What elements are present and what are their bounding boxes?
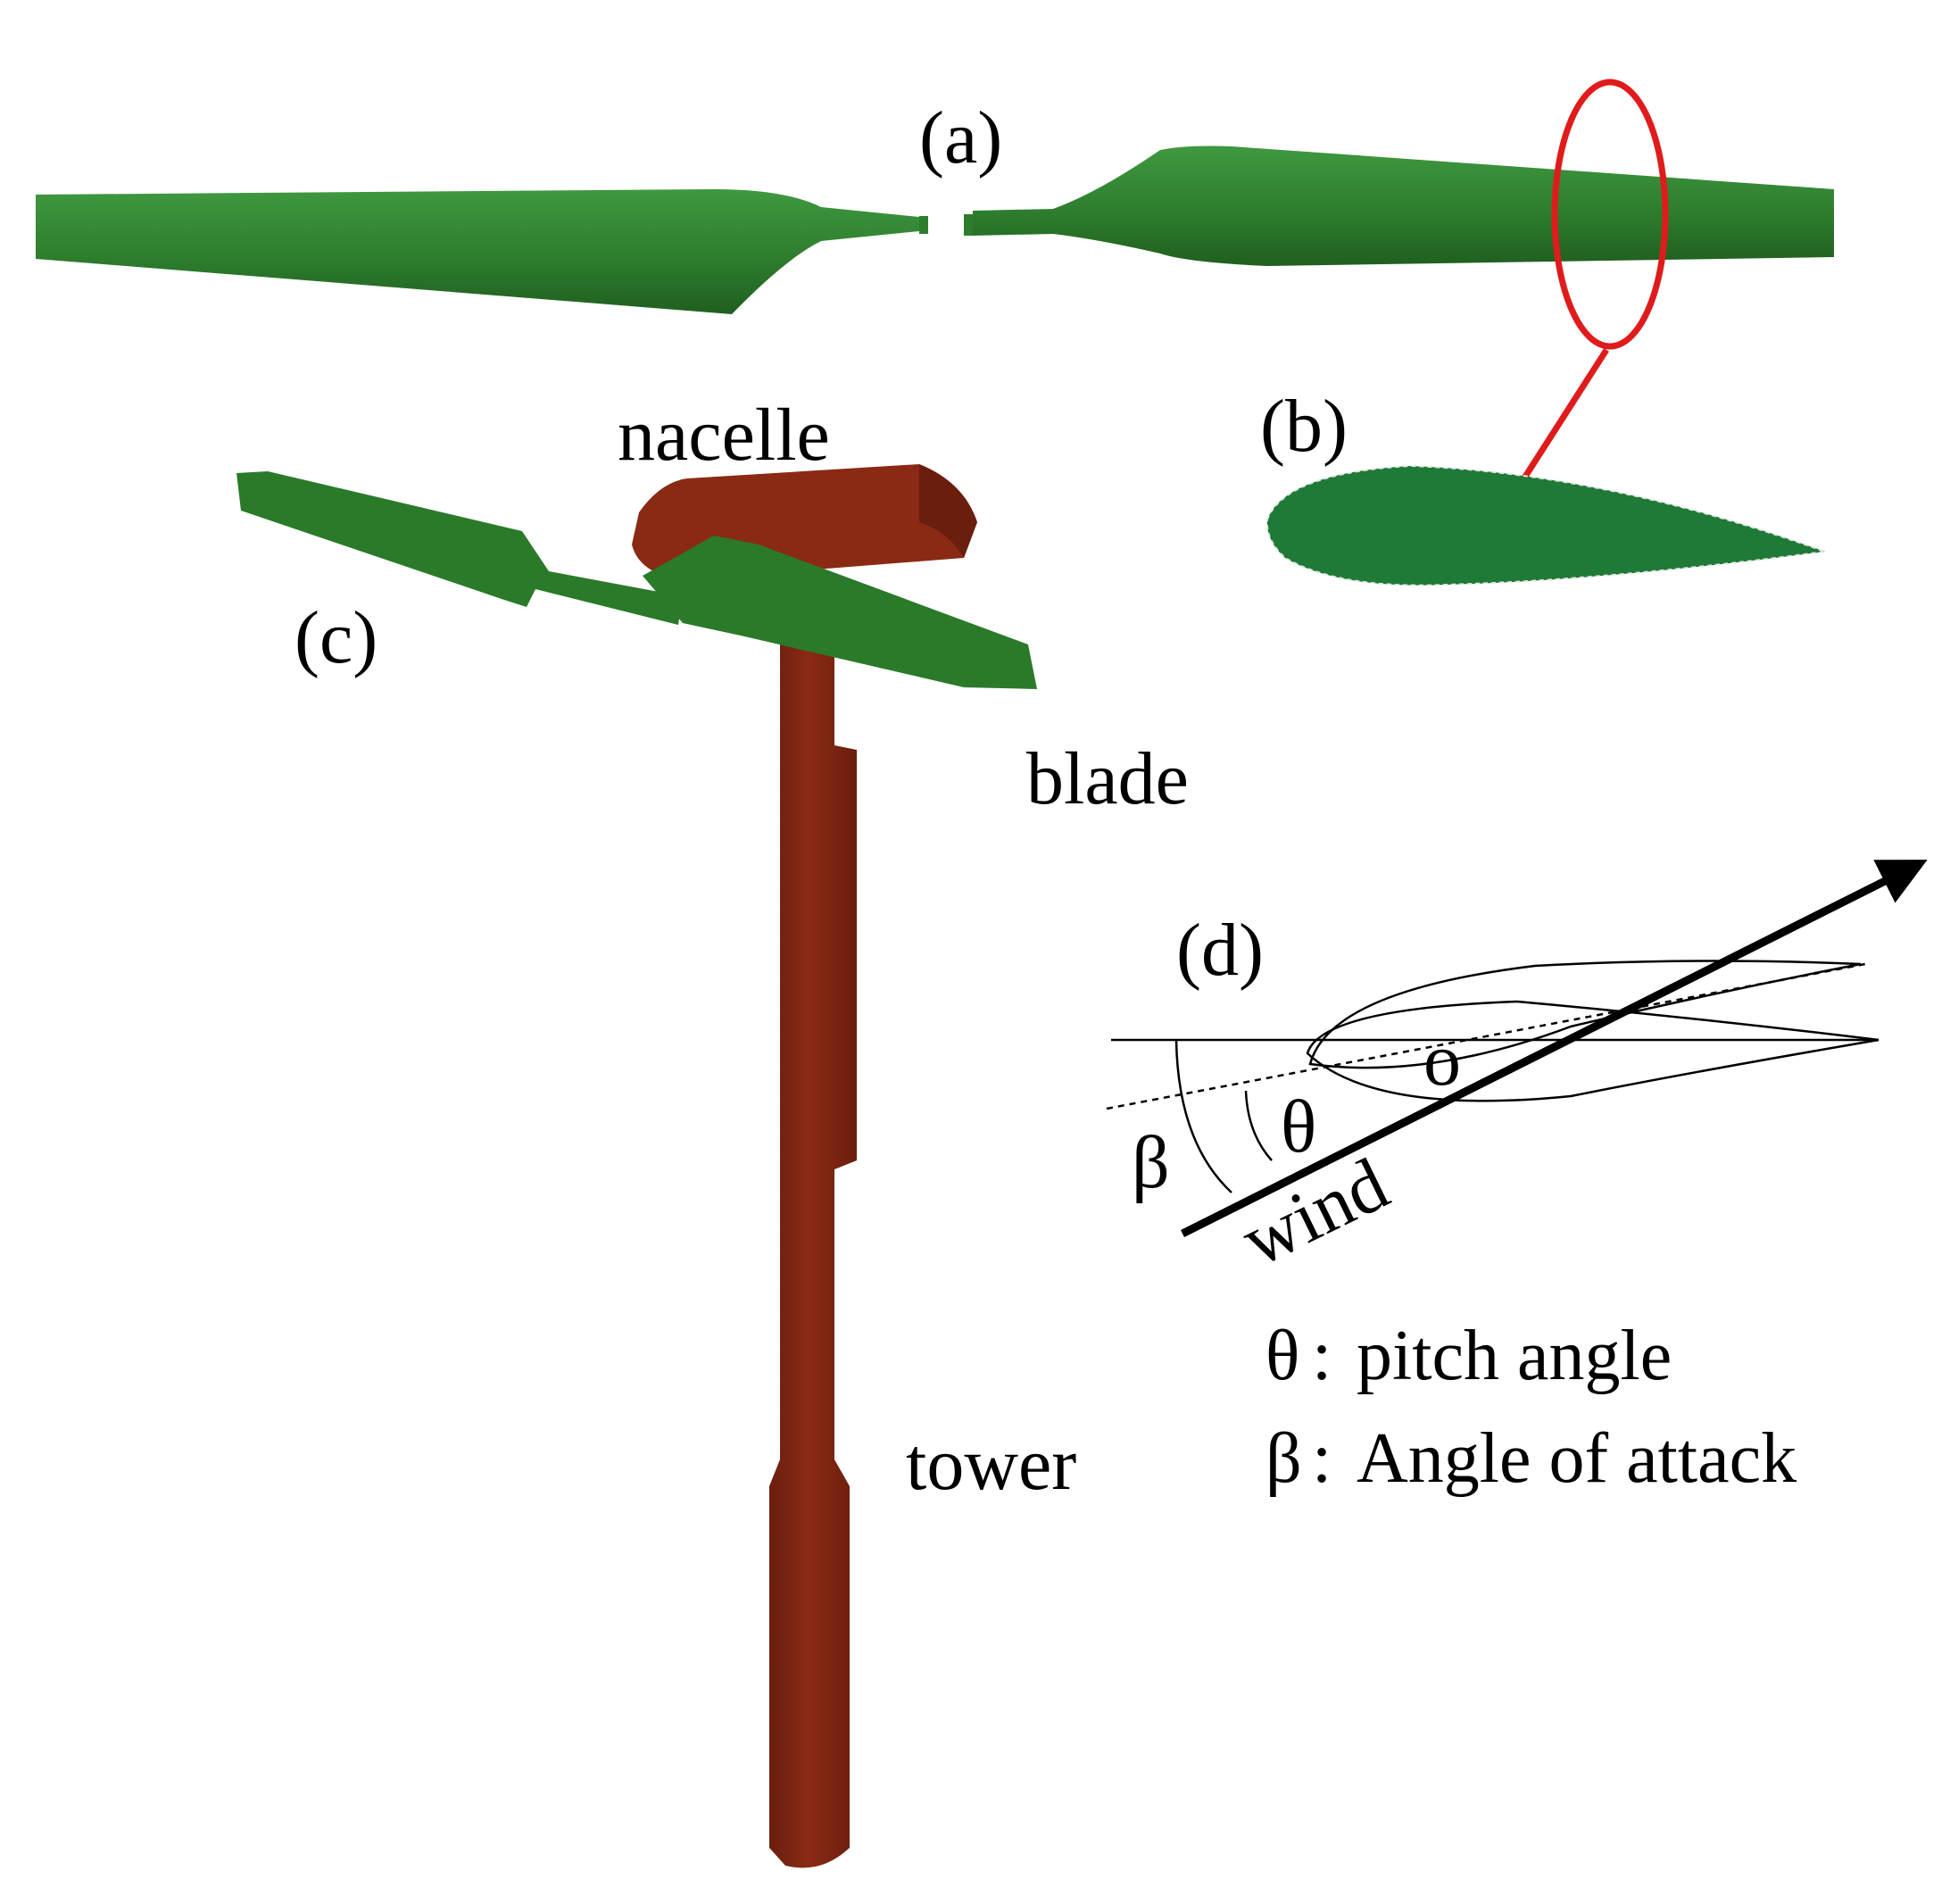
origin-label: o — [1423, 1019, 1461, 1102]
legend-theta-separator: : — [1312, 1317, 1332, 1395]
label-nacelle: nacelle — [618, 394, 830, 477]
left-blade-a — [36, 189, 928, 314]
turbine-assembly-c — [236, 464, 1037, 1868]
legend: θ : pitch angle β : Angle of attack — [1265, 1317, 1796, 1498]
theta-symbol: θ — [1281, 1085, 1316, 1168]
airfoil-outline-horizontal — [1306, 1000, 1879, 1102]
rotor-blades-a — [36, 146, 1834, 314]
nacelle-face — [919, 464, 977, 558]
hub-right-a — [964, 214, 973, 236]
right-blade-a — [973, 146, 1834, 266]
panel-label-c: (c) — [295, 596, 378, 679]
panel-label-a: (a) — [919, 96, 1002, 179]
panel-label-b: (b) — [1260, 385, 1348, 468]
hub-left-a — [919, 216, 928, 234]
legend-theta-text: pitch angle — [1357, 1317, 1672, 1395]
section-highlight-loop — [1551, 79, 1669, 350]
panel-label-d: (d) — [1176, 909, 1264, 992]
angle-diagram-d — [1106, 860, 1928, 1238]
legend-theta-symbol: θ — [1265, 1317, 1299, 1395]
theta-arc — [1244, 1090, 1273, 1161]
beta-arc — [1174, 1039, 1232, 1193]
wind-arrow — [1180, 860, 1928, 1238]
label-blade: blade — [1026, 737, 1189, 820]
legend-beta-symbol: β — [1265, 1419, 1302, 1498]
right-blade-c — [643, 536, 1037, 689]
legend-beta-separator: : — [1312, 1419, 1332, 1498]
airfoil-outline-pitched — [1308, 960, 1862, 1069]
tower — [769, 643, 857, 1868]
left-blade-c — [236, 471, 683, 625]
label-tower: tower — [906, 1423, 1076, 1506]
beta-symbol: β — [1132, 1121, 1170, 1204]
legend-beta-text: Angle of attack — [1357, 1419, 1796, 1498]
section-leader-line — [1514, 348, 1609, 491]
airfoil-section-b — [1265, 464, 1826, 586]
